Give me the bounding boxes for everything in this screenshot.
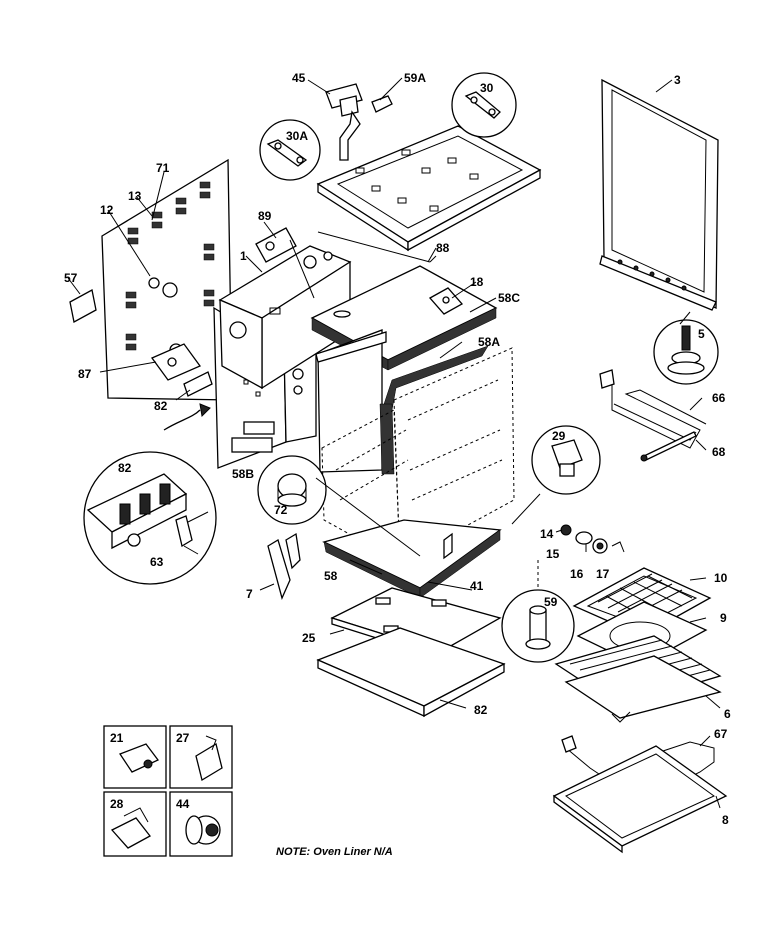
label-59A: 59A <box>404 71 426 85</box>
label-58: 58 <box>324 569 338 583</box>
label-27: 27 <box>176 731 190 745</box>
oven-cavity <box>315 329 387 473</box>
rod-88 <box>317 231 437 263</box>
label-68: 68 <box>712 445 726 459</box>
label-57: 57 <box>64 271 78 285</box>
detail-circle-5-leveling-leg <box>653 319 719 385</box>
label-67: 67 <box>714 727 728 741</box>
label-5: 5 <box>698 327 705 341</box>
detail-circle-82-63 <box>83 403 217 585</box>
label-89: 89 <box>258 209 272 223</box>
label-15: 15 <box>546 547 560 561</box>
label-30A: 30A <box>286 129 308 143</box>
label-13: 13 <box>128 189 142 203</box>
back-panel-71 <box>101 158 233 401</box>
label-25: 25 <box>302 631 316 645</box>
label-12: 12 <box>100 203 114 217</box>
leader-lines <box>67 77 721 809</box>
part-box-27 <box>169 725 233 789</box>
bracket-57 <box>69 289 97 323</box>
label-9: 9 <box>720 611 727 625</box>
detail-circle-30A <box>259 119 321 181</box>
top-panel <box>316 125 542 252</box>
part-box-28 <box>103 791 167 857</box>
label-45: 45 <box>292 71 306 85</box>
label-58A: 58A <box>478 335 500 349</box>
label-87: 87 <box>78 367 92 381</box>
bottom-panel-82 <box>316 627 506 718</box>
label-88: 88 <box>436 241 450 255</box>
label-28: 28 <box>110 797 124 811</box>
label-14: 14 <box>540 527 554 541</box>
label-6: 6 <box>724 707 731 721</box>
detail-circle-59 <box>501 560 575 663</box>
label-30: 30 <box>480 81 494 95</box>
label-21: 21 <box>110 731 124 745</box>
label-66: 66 <box>712 391 726 405</box>
oven-racks-6 <box>554 635 722 723</box>
oven-bottom-tray-8 <box>552 745 728 854</box>
electrical-box-1 <box>218 245 352 390</box>
broil-pan-grid-10 <box>572 567 712 637</box>
part-box-21 <box>103 725 167 789</box>
label-58C: 58C <box>498 291 520 305</box>
part-labels: 3 45 59A 30 30A 71 13 12 89 1 88 18 58C … <box>64 71 731 827</box>
note-text: NOTE: Oven Liner N/A <box>276 846 393 858</box>
label-82-a: 82 <box>154 399 168 413</box>
label-82-b: 82 <box>118 461 132 475</box>
label-71: 71 <box>156 161 170 175</box>
label-63: 63 <box>150 555 164 569</box>
oven-sensor-68 <box>640 431 697 462</box>
label-41: 41 <box>470 579 484 593</box>
label-16: 16 <box>570 567 584 581</box>
bracket-87 <box>150 343 202 381</box>
bracket-89 <box>255 227 297 263</box>
label-7: 7 <box>246 587 253 601</box>
label-17: 17 <box>596 567 610 581</box>
bracket-7 <box>267 532 301 600</box>
detail-circle-30 <box>451 72 517 138</box>
label-72: 72 <box>274 503 288 517</box>
vent-tube-59A <box>339 95 393 161</box>
label-10: 10 <box>714 571 728 585</box>
label-82-c: 82 <box>474 703 488 717</box>
part-box-44 <box>169 791 233 857</box>
door-frame-3 <box>599 78 719 311</box>
detail-circle-29 <box>531 425 601 495</box>
parts-14-17 <box>560 524 625 554</box>
label-59: 59 <box>544 595 558 609</box>
label-29: 29 <box>552 429 566 443</box>
bracket-45 <box>325 83 363 117</box>
bracket-18 <box>428 287 464 315</box>
label-1: 1 <box>240 249 247 263</box>
detail-circle-72 <box>257 455 327 525</box>
label-3: 3 <box>674 73 681 87</box>
label-18: 18 <box>470 275 484 289</box>
label-58B: 58B <box>232 467 254 481</box>
label-8: 8 <box>722 813 729 827</box>
insulation-side-58A <box>379 345 489 475</box>
label-44: 44 <box>176 797 190 811</box>
